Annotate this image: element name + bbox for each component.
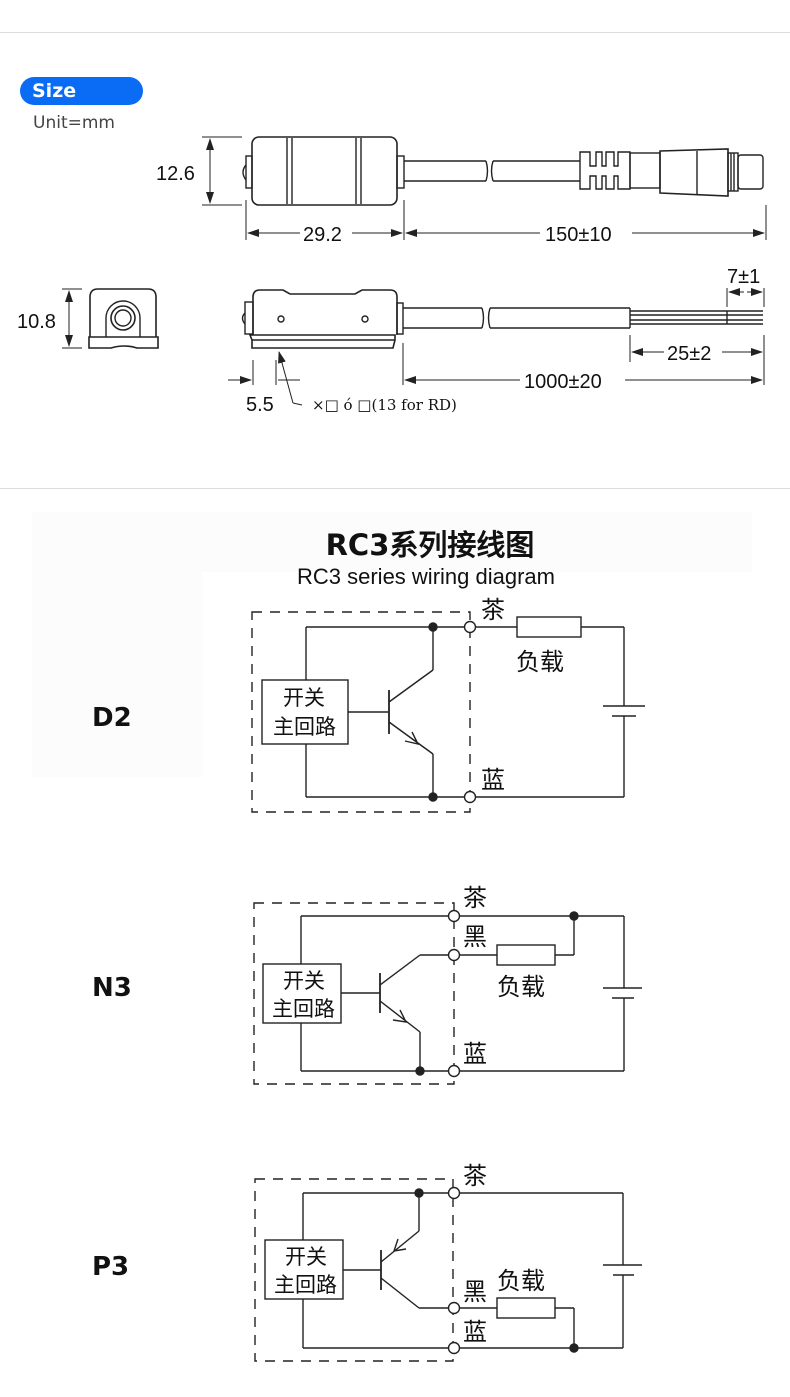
dim-body-length: 29.2: [303, 224, 342, 246]
d2-blue-label: 蓝: [481, 766, 505, 794]
wiring-diagram-p3: [254, 1178, 642, 1362]
d2-brown-label: 茶: [481, 596, 505, 624]
sensor-front-view: [88, 288, 159, 349]
dim-sheath-strip: 25±2: [667, 343, 711, 365]
wiring-title-cn: RC3系列接线图: [325, 528, 535, 562]
size-badge: Size: [20, 77, 143, 105]
p3-black-label: 黑: [463, 1278, 487, 1306]
dim-note: ×□ ó □(13 for RD): [312, 396, 457, 414]
p3-brown-label: 茶: [463, 1162, 487, 1190]
m8-connector: [579, 148, 764, 197]
section-divider: [0, 488, 790, 489]
d2-background: [32, 512, 202, 777]
dim-cable-length: 1000±20: [524, 371, 602, 393]
dim-strip-length: 7±1: [727, 266, 760, 288]
wiring-diagram-d2: [251, 611, 645, 813]
dim-height-bottom: 10.8: [17, 311, 56, 333]
p3-blue-label: 蓝: [463, 1318, 487, 1346]
n3-load-label: 负载: [497, 973, 545, 1001]
d2-box-line1: 开关: [283, 686, 325, 710]
p3-box-line2: 主回路: [274, 1273, 337, 1297]
n3-blue-label: 蓝: [463, 1040, 487, 1068]
dim-offset: 5.5: [246, 394, 274, 416]
p3-load-label: 负载: [497, 1267, 545, 1295]
sensor-side-view-bottom: [241, 289, 763, 349]
dimension-lines-front: [62, 288, 82, 349]
wiring-diagram-n3: [253, 902, 642, 1085]
p3-box-line1: 开关: [285, 1245, 327, 1269]
sensor-side-view-top: [242, 136, 580, 206]
variant-label-p3: P3: [92, 1252, 130, 1282]
dimension-lines-top: [202, 136, 767, 240]
n3-brown-label: 茶: [463, 884, 487, 912]
d2-load-label: 负载: [516, 648, 564, 676]
n3-black-label: 黑: [463, 923, 487, 951]
unit-label: Unit=mm: [33, 113, 115, 133]
n3-box-line1: 开关: [283, 969, 325, 993]
top-divider: [0, 32, 790, 33]
variant-label-n3: N3: [92, 973, 132, 1003]
wiring-title-en: RC3 series wiring diagram: [297, 564, 555, 589]
dim-cable-connector: 150±10: [545, 224, 612, 246]
n3-box-line2: 主回路: [272, 997, 335, 1021]
d2-box-line2: 主回路: [273, 715, 336, 739]
dimension-lines-bottom: [228, 288, 765, 406]
variant-label-d2: D2: [92, 703, 132, 733]
dim-height-top: 12.6: [156, 163, 195, 185]
